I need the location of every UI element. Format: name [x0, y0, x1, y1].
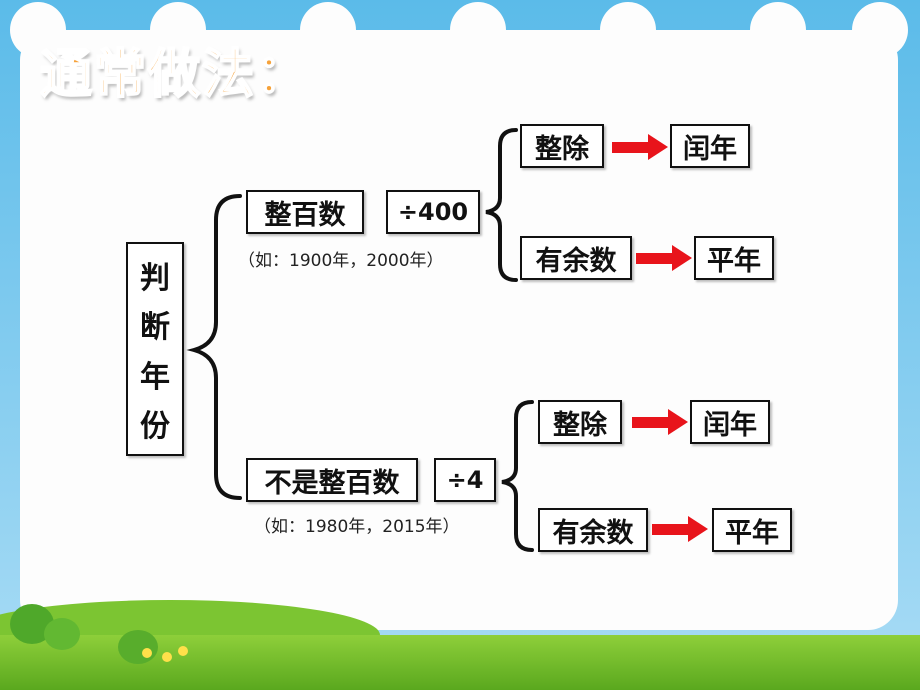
- branch1-remainder: 有余数: [520, 236, 632, 280]
- flower-icon: [178, 646, 188, 656]
- flower-icon: [162, 652, 172, 662]
- tree-icon: [118, 630, 158, 664]
- arrow-icon: [612, 134, 668, 160]
- main-brace: [186, 194, 242, 500]
- branch2-common-year: 平年: [712, 508, 792, 552]
- root-char: 判: [140, 260, 170, 296]
- branch1-operator: ÷400: [386, 190, 480, 234]
- root-char: 年: [140, 359, 170, 395]
- branch2-leap-year: 闰年: [690, 400, 770, 444]
- root-judge-year: 判 断 年 份: [126, 242, 184, 456]
- branch1-label: 整百数: [246, 190, 364, 234]
- branch1-common-year: 平年: [694, 236, 774, 280]
- root-char: 份: [140, 409, 170, 445]
- branch2-divisible: 整除: [538, 400, 622, 444]
- branch2-remainder: 有余数: [538, 508, 648, 552]
- arrow-icon: [636, 245, 692, 271]
- upper-brace: [485, 128, 518, 282]
- flower-icon: [142, 648, 152, 658]
- tree-icon: [44, 618, 80, 650]
- branch2-example: （如：1980年，2015年）: [254, 517, 460, 537]
- slide-title: 通常做法：: [39, 44, 311, 106]
- branch1-example: （如：1900年，2000年）: [238, 251, 444, 271]
- branch2-operator: ÷4: [434, 458, 496, 502]
- branch1-divisible: 整除: [520, 124, 604, 168]
- arrow-icon: [632, 409, 688, 435]
- branch2-label: 不是整百数: [246, 458, 418, 502]
- root-char: 断: [140, 310, 170, 346]
- lower-brace: [501, 400, 534, 552]
- branch1-leap-year: 闰年: [670, 124, 750, 168]
- arrow-icon: [652, 516, 708, 542]
